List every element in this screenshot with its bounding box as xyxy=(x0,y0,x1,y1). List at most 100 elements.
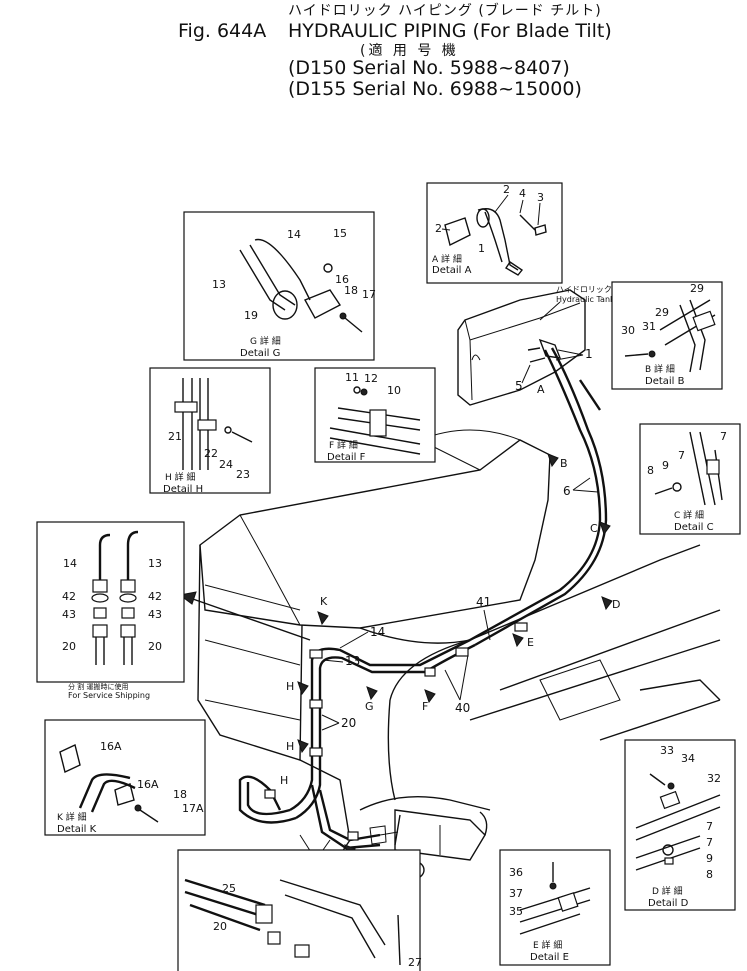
service-shipping-label-jp: 分 割 運搬時に使用 xyxy=(68,682,128,691)
callout-7-detail-c: 7 xyxy=(678,449,685,462)
callout-13-service: 13 xyxy=(148,557,162,570)
detail-d-label: Detail D xyxy=(648,898,689,909)
callout-14-detail-g: 14 xyxy=(287,228,301,241)
detail-k-label-jp: K 詳 細 xyxy=(57,811,87,823)
view-letter-g: G xyxy=(365,700,374,713)
callout-12: 12 xyxy=(364,372,378,385)
detail-a-label-jp: A 詳 細 xyxy=(432,253,462,265)
callout-2-detail-a-top: 2 xyxy=(503,183,510,196)
detail-h-label-jp: H 詳 細 xyxy=(165,471,196,483)
callout-25: 25 xyxy=(222,882,236,895)
serial-range-d155: (D155 Serial No. 6988~15000) xyxy=(288,78,582,100)
callout-21: 21 xyxy=(168,430,182,443)
detail-c-label-jp: C 詳 細 xyxy=(674,509,704,521)
callout-17a: 17A xyxy=(182,802,204,815)
callout-3-detail-a: 3 xyxy=(537,191,544,204)
view-letter-d: D xyxy=(612,598,620,611)
callout-15: 15 xyxy=(333,227,347,240)
callout-43-right: 43 xyxy=(148,608,162,621)
view-letter-e: E xyxy=(527,636,534,649)
view-letter-b: B xyxy=(560,457,568,470)
detail-b-label: Detail B xyxy=(645,376,685,387)
callout-16a-mid: 16A xyxy=(137,778,159,791)
callout-29-detail-b-left: 29 xyxy=(655,306,669,319)
detail-e: 36 37 35 E 詳 細 Detail E xyxy=(499,849,611,966)
detail-g-label-jp: G 詳 細 xyxy=(250,335,281,347)
callout-11: 11 xyxy=(345,371,359,384)
detail-g: 14 15 13 16 18 17 19 G 詳 細 Detail G xyxy=(183,211,376,361)
callout-8-detail-c: 8 xyxy=(647,464,654,477)
callout-20-left: 20 xyxy=(62,640,76,653)
view-letter-h-3: H xyxy=(280,774,288,787)
callout-16a-top: 16A xyxy=(100,740,122,753)
callout-4-detail-a: 4 xyxy=(519,187,526,200)
view-letter-f: F xyxy=(422,700,428,713)
callout-7-detail-d-b: 7 xyxy=(706,836,713,849)
hydraulic-tank: ハイドロリック タンク Hydraulic Tank xyxy=(457,285,638,406)
callout-20-main: 20 xyxy=(341,716,356,730)
detail-d-label-jp: D 詳 細 xyxy=(652,885,683,897)
callout-9-detail-d: 9 xyxy=(706,852,713,865)
detail-a: 2 2 4 3 1 A 詳 細 Detail A xyxy=(426,182,563,284)
lower-partial-detail: 25 20 27 xyxy=(177,849,422,971)
callout-22: 22 xyxy=(204,447,218,460)
drawing-header: ハイドロリック ハイピング (ブレード チルト) Fig. 644A HYDRA… xyxy=(0,0,747,110)
detail-e-label-jp: E 詳 細 xyxy=(533,939,562,951)
callout-17: 17 xyxy=(362,288,376,301)
callout-41: 41 xyxy=(476,595,491,609)
hydraulic-tank-label: Hydraulic Tank xyxy=(556,295,615,304)
callout-27: 27 xyxy=(408,956,422,969)
detail-d: 33 34 32 7 7 9 8 D 詳 細 Detail D xyxy=(624,739,736,911)
view-letter-k: K xyxy=(320,595,328,608)
view-letter-h-1: H xyxy=(286,680,294,693)
callout-19: 19 xyxy=(244,309,258,322)
detail-b: 29 29 30 31 B 詳 細 Detail B xyxy=(611,281,723,390)
detail-a-label: Detail A xyxy=(432,265,472,276)
callout-16: 16 xyxy=(335,273,349,286)
callout-20-right: 20 xyxy=(148,640,162,653)
detail-f-label: Detail F xyxy=(327,452,366,463)
view-letter-a: A xyxy=(537,383,545,396)
callout-36: 36 xyxy=(509,866,523,879)
detail-k: 16A 16A 18 17A K 詳 細 Detail K xyxy=(44,719,206,836)
japanese-title: ハイドロリック ハイピング (ブレード チルト) xyxy=(288,3,602,19)
view-letter-h-2: H xyxy=(286,740,294,753)
callout-8-detail-d: 8 xyxy=(706,868,713,881)
view-letter-markers: A B C D E F G H H H H K xyxy=(280,383,620,869)
callout-1-detail-a: 1 xyxy=(478,242,485,255)
callout-13-detail-g: 13 xyxy=(212,278,226,291)
callout-31: 31 xyxy=(642,320,656,333)
service-shipping-set: 14 13 42 42 43 43 20 20 分 割 運搬時に使用 For S… xyxy=(36,521,185,700)
main-hose-run xyxy=(238,338,608,850)
figure-title: HYDRAULIC PIPING (For Blade Tilt) xyxy=(288,20,612,42)
callout-18-detail-k: 18 xyxy=(173,788,187,801)
detail-k-label: Detail K xyxy=(57,824,97,835)
detail-c-label: Detail C xyxy=(674,522,714,533)
callout-5-main: 5 xyxy=(515,379,523,393)
callout-6-main: 6 xyxy=(563,484,571,498)
callout-29-detail-b-top: 29 xyxy=(690,282,704,295)
detail-g-label: Detail G xyxy=(240,348,280,359)
detail-c: 7 7 8 9 C 詳 細 Detail C xyxy=(639,423,741,535)
callout-23: 23 xyxy=(236,468,250,481)
callout-40: 40 xyxy=(455,701,470,715)
callout-32: 32 xyxy=(707,772,721,785)
callout-18-detail-g: 18 xyxy=(344,284,358,297)
callout-2-detail-a-left: 2 xyxy=(435,222,442,235)
detail-f-label-jp: F 詳 細 xyxy=(329,439,358,451)
detail-e-label: Detail E xyxy=(530,952,569,963)
callout-14-service: 14 xyxy=(63,557,77,570)
callout-33: 33 xyxy=(660,744,674,757)
machine-body xyxy=(197,429,721,871)
callout-7-detail-d-a: 7 xyxy=(706,820,713,833)
hydraulic-tank-label-jp: ハイドロリック タンク xyxy=(556,285,638,294)
callout-20-lower: 20 xyxy=(213,920,227,933)
callout-42-left: 42 xyxy=(62,590,76,603)
view-letter-c: C xyxy=(590,522,598,535)
serial-range-d150: (D150 Serial No. 5988~8407) xyxy=(288,57,570,79)
callout-35: 35 xyxy=(509,905,523,918)
main-callouts: 1 5 6 41 40 14 13 20 38 xyxy=(178,347,599,873)
callout-9-detail-c: 9 xyxy=(662,459,669,472)
callout-43-left: 43 xyxy=(62,608,76,621)
